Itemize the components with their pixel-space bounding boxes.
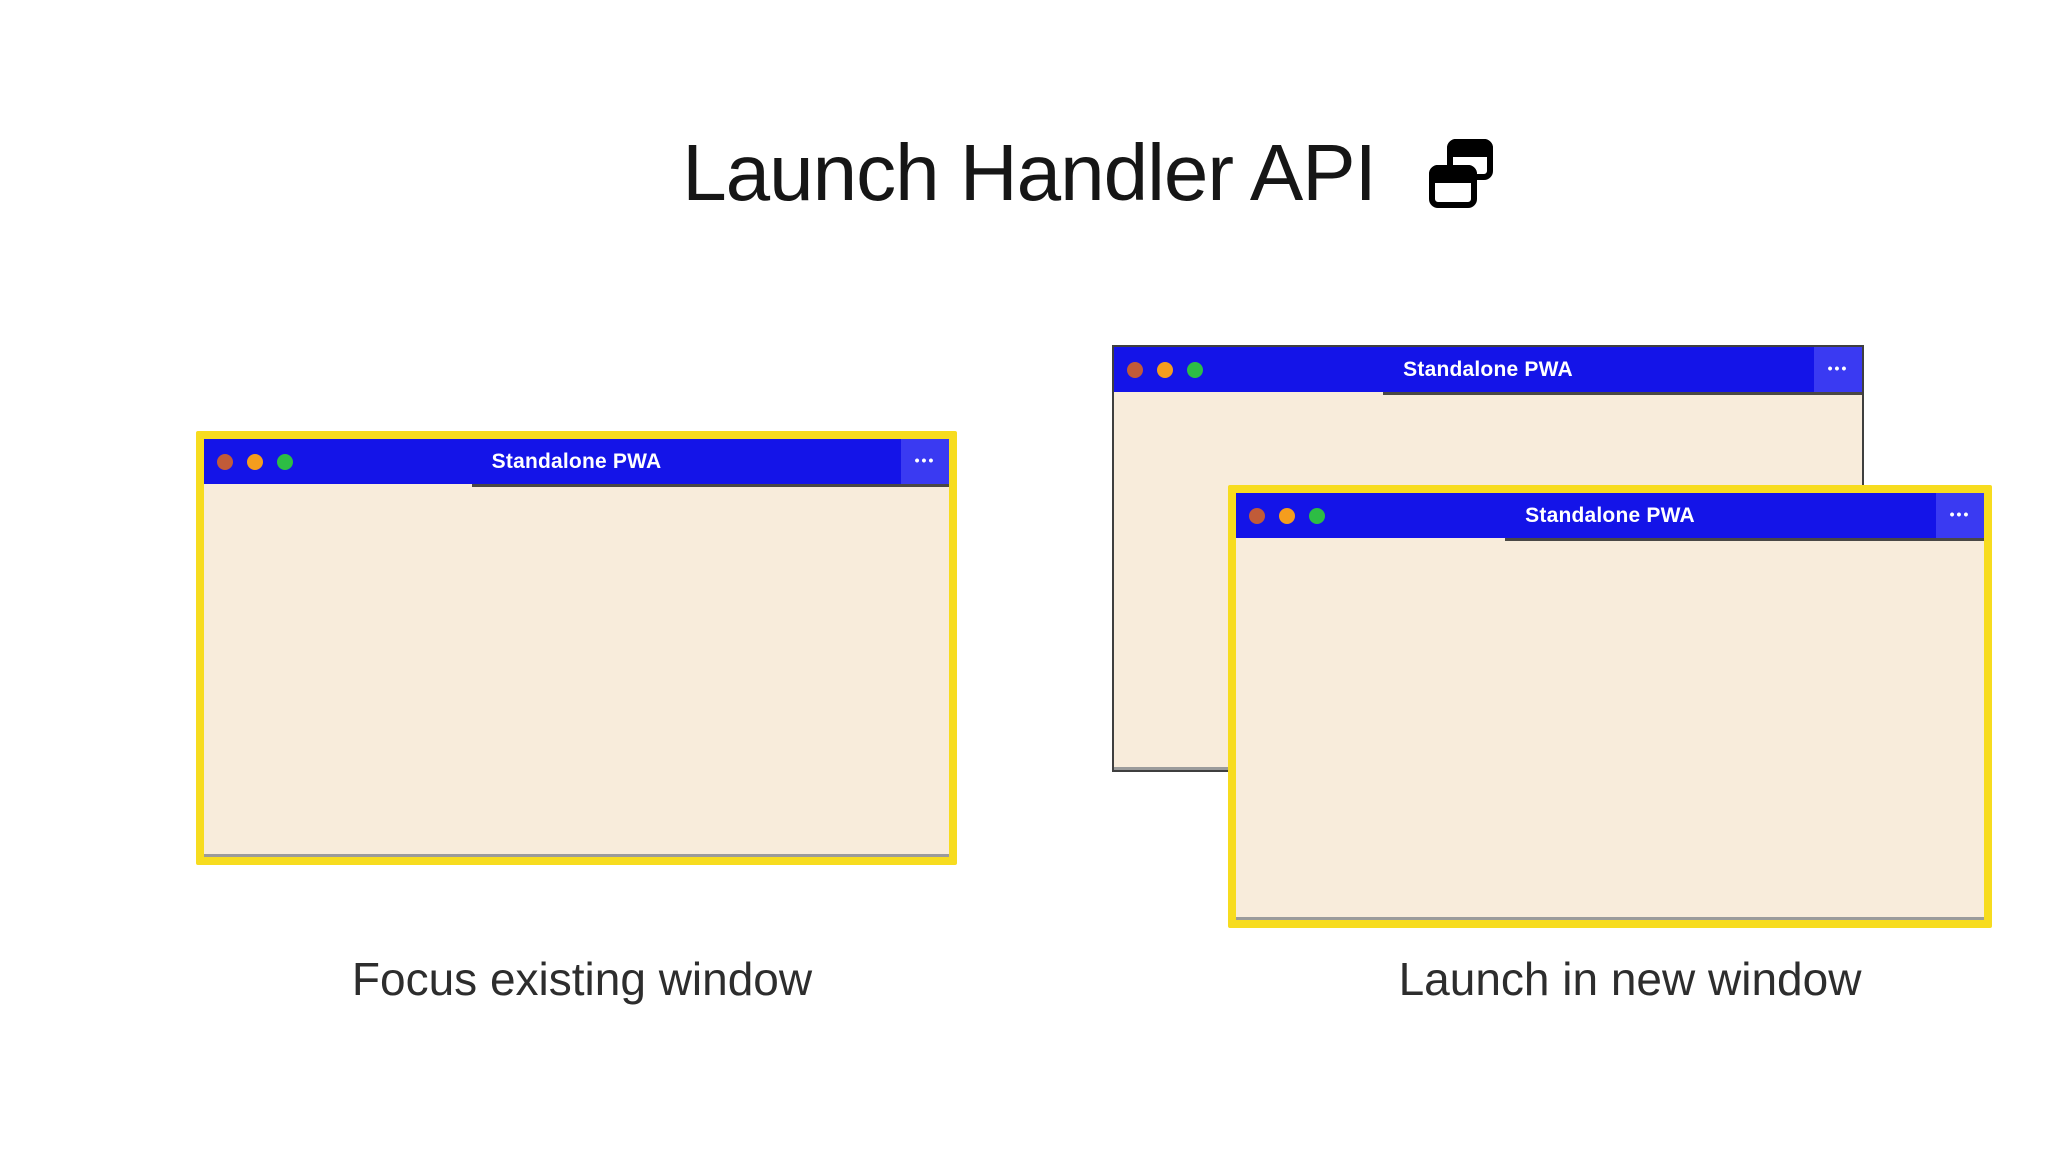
header: Launch Handler API (0, 118, 2048, 228)
overflow-menu-dots-icon: ••• (1949, 505, 1971, 522)
window-content (1236, 538, 1984, 920)
overflow-menu-dots-icon: ••• (914, 451, 936, 468)
window-frame: Standalone PWA ••• (204, 439, 949, 857)
window-titlebar: Standalone PWA ••• (204, 439, 949, 487)
overflow-menu-button: ••• (901, 439, 949, 484)
traffic-lights (1249, 493, 1325, 538)
traffic-light-orange-icon (1279, 507, 1295, 524)
titlebar-shadow (1383, 392, 1862, 395)
window-content (204, 484, 949, 857)
window-title: Standalone PWA (491, 449, 662, 473)
traffic-light-orange-icon (1157, 361, 1173, 378)
caption-focus-existing-window: Focus existing window (351, 953, 813, 1005)
header-inner: Launch Handler API (682, 127, 1494, 219)
page-title: Launch Handler API (682, 128, 1377, 217)
window-title: Standalone PWA (1525, 503, 1695, 527)
titlebar-shadow (1505, 538, 1984, 541)
traffic-light-red-icon (1127, 361, 1143, 378)
overflow-menu-dots-icon: ••• (1827, 359, 1849, 376)
traffic-light-green-icon (277, 453, 293, 470)
traffic-light-red-icon (1249, 507, 1265, 524)
traffic-light-green-icon (1187, 361, 1203, 378)
pwa-window-right-front: Standalone PWA ••• (1228, 485, 1992, 928)
traffic-lights (1127, 347, 1203, 392)
traffic-light-green-icon (1309, 507, 1325, 524)
window-title: Standalone PWA (1403, 357, 1573, 381)
window-frame: Standalone PWA ••• (1236, 493, 1984, 920)
window-titlebar: Standalone PWA ••• (1236, 493, 1984, 541)
window-titlebar: Standalone PWA ••• (1114, 347, 1862, 395)
overflow-menu-button: ••• (1936, 493, 1984, 538)
caption-launch-in-new-window: Launch in new window (1398, 953, 1862, 1005)
traffic-light-red-icon (217, 453, 233, 470)
overflow-menu-button: ••• (1814, 347, 1862, 392)
traffic-lights (217, 439, 293, 484)
pwa-window-focused: Standalone PWA ••• (196, 431, 957, 865)
titlebar-shadow (472, 484, 949, 487)
traffic-light-orange-icon (247, 453, 263, 470)
overlapping-windows-icon (1428, 139, 1493, 208)
